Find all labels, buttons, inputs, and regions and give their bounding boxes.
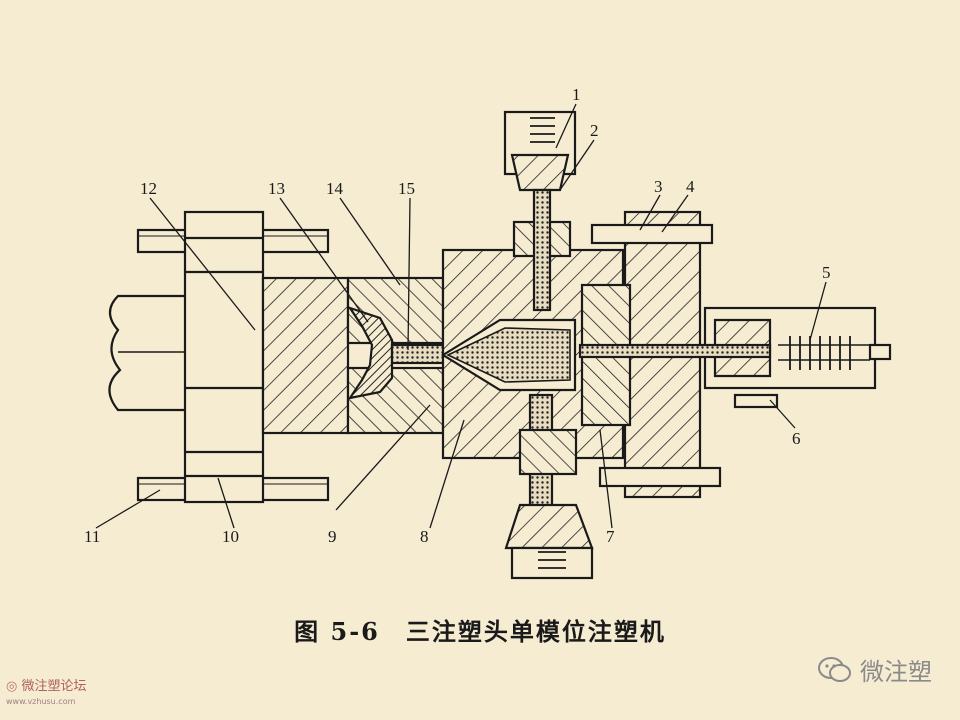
label-7: 7 <box>606 527 615 546</box>
label-13: 13 <box>268 179 285 198</box>
top-injection-unit <box>503 110 577 312</box>
label-14: 14 <box>326 179 344 198</box>
forum-logo-icon: ◎ <box>6 679 18 694</box>
moving-platen <box>183 210 265 504</box>
figure-caption: 图 5-6 三注塑头单模位注塑机 <box>294 617 666 646</box>
watermark-forum: ◎ 微注塑论坛 www.vzhusu.com <box>6 680 87 709</box>
watermark-left-text: 微注塑论坛 <box>21 679 87 694</box>
label-4: 4 <box>686 177 695 196</box>
moving-mold-half <box>261 276 350 435</box>
right-tie-rod-bottom <box>598 466 722 488</box>
label-6: 6 <box>792 429 801 448</box>
molded-part <box>347 305 394 400</box>
watermark-right-text: 微注塑 <box>860 658 932 686</box>
label-15: 15 <box>398 179 415 198</box>
label-2: 2 <box>590 121 599 140</box>
ram-cylinder <box>108 294 202 412</box>
cavity-plate-upper <box>346 276 445 345</box>
bottom-injection-unit <box>504 393 594 580</box>
label-9: 9 <box>328 527 337 546</box>
leader-lines <box>95 103 827 529</box>
runner-channel <box>390 343 446 365</box>
watermark-left-url: www.vzhusu.com <box>6 697 76 706</box>
wechat-icon <box>818 656 851 682</box>
label-11: 11 <box>84 527 100 546</box>
label-8: 8 <box>420 527 429 546</box>
label-5: 5 <box>822 263 831 282</box>
label-3: 3 <box>654 177 663 196</box>
label-12: 12 <box>140 179 157 198</box>
label-10: 10 <box>222 527 239 546</box>
watermark-wechat: 微注塑 <box>818 652 932 687</box>
horizontal-injection-unit <box>578 306 892 409</box>
right-tie-rod-top <box>590 223 714 245</box>
label-1: 1 <box>572 85 581 104</box>
